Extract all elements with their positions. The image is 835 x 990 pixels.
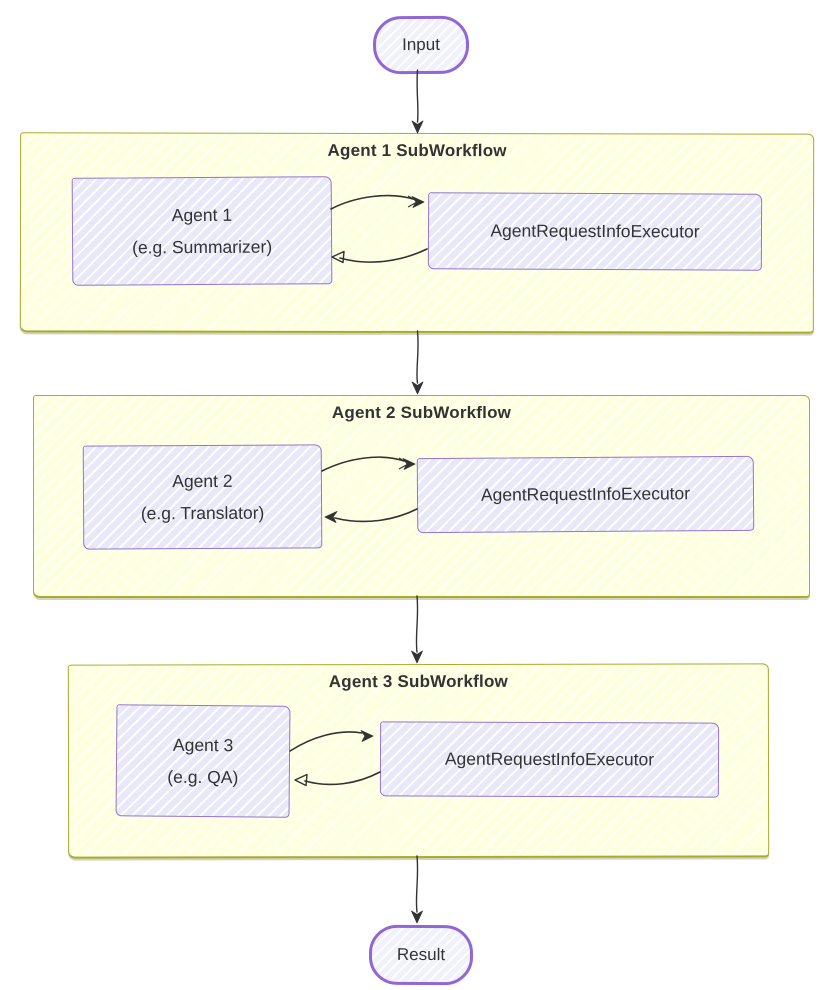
agent-2-node: Agent 2 (e.g. Translator): [82, 444, 323, 550]
executor-3-node: AgentRequestInfoExecutor: [379, 721, 720, 798]
arrowhead-subworkflow2-to-subworkflow3: [411, 650, 423, 664]
arrowhead-subworkflow1-to-subworkflow2: [411, 381, 424, 395]
edge-subworkflow3-to-result: [415, 855, 419, 913]
edge-subworkflow2-to-subworkflow3: [415, 595, 419, 653]
agent-2-label-line1: Agent 2: [172, 470, 233, 491]
arrowhead-subworkflow3-to-result: [411, 910, 423, 924]
edge-input-to-subworkflow1: [416, 69, 419, 123]
executor-2-node: AgentRequestInfoExecutor: [416, 455, 755, 534]
agent-3-label-line2: (e.g. QA): [167, 766, 239, 788]
input-node-label: Input: [402, 34, 440, 55]
executor-1-label: AgentRequestInfoExecutor: [490, 220, 700, 242]
edge-subworkflow1-to-subworkflow2: [416, 330, 419, 384]
input-node: Input: [372, 15, 470, 75]
agent-1-label-line1: Agent 1: [171, 204, 233, 225]
agent-1-node: Agent 1 (e.g. Summarizer): [71, 176, 333, 286]
agent-2-label-line2: (e.g. Translator): [140, 502, 265, 524]
agent-1-label-line2: (e.g. Summarizer): [132, 236, 273, 258]
result-node-label: Result: [396, 944, 446, 965]
executor-1-node: AgentRequestInfoExecutor: [427, 192, 763, 271]
agent-3-label-line1: Agent 3: [172, 734, 234, 755]
executor-2-label: AgentRequestInfoExecutor: [480, 483, 691, 506]
agent-3-node: Agent 3 (e.g. QA): [115, 704, 291, 818]
executor-3-label: AgentRequestInfoExecutor: [444, 748, 655, 770]
result-node: Result: [368, 924, 474, 986]
subworkflow-2-title: Agent 2 SubWorkflow: [331, 403, 512, 422]
subworkflow-1-title: Agent 1 SubWorkflow: [327, 140, 507, 161]
subworkflow-3-title: Agent 3 SubWorkflow: [328, 671, 508, 692]
arrowhead-input-to-subworkflow1: [411, 120, 424, 134]
